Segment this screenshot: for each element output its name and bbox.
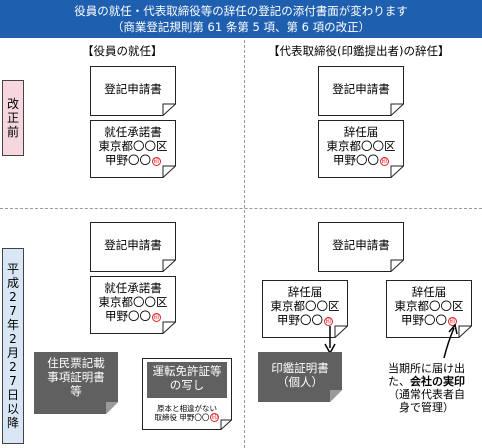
drivers-license-copy-document: 運転免許証等 の写し 原本と相違がない 取締役 甲野〇〇印 <box>142 358 232 430</box>
header-banner: 役員の就任・代表取締役等の辞任の登記の添付書面が変わります （商業登記規則第 6… <box>0 0 482 38</box>
seal-stamp: 印 <box>448 317 457 326</box>
column-divider <box>244 40 245 448</box>
application-document: 登記申請書 <box>90 66 176 116</box>
column-heading-officer-appointment: 【役員の就任】 <box>82 44 163 58</box>
application-document: 登記申請書 <box>318 66 404 116</box>
row-label-before: 改正前 <box>2 80 24 156</box>
resignation-document-individual-seal: 辞任届 東京都〇〇区 甲野〇〇印 <box>262 280 348 338</box>
application-document: 登記申請書 <box>90 222 176 272</box>
seal-stamp: 印 <box>324 317 333 326</box>
header-title: 役員の就任・代表取締役等の辞任の登記の添付書面が変わります <box>74 4 408 18</box>
company-seal-note: 当期所に届け出 た、会社の実印 （通常代表者自 身で管理） <box>388 362 465 414</box>
seal-certificate-document: 印鑑証明書 （個人） <box>258 352 342 402</box>
acceptance-document: 就任承諾書 東京都〇〇区 甲野〇〇印 <box>90 120 176 178</box>
row-label-after: 平成27年2月27日以降 <box>2 248 24 444</box>
application-document: 登記申請書 <box>318 222 404 272</box>
acceptance-document: 就任承諾書 東京都〇〇区 甲野〇〇印 <box>90 276 176 334</box>
column-heading-representative-resignation: 【代表取締役(印鑑提出者)の辞任】 <box>268 44 450 58</box>
resignation-document-company-seal: 辞任届 東京都〇〇区 甲野〇〇印 <box>386 280 472 338</box>
row-divider <box>0 208 482 209</box>
residence-certificate-document: 住民票記載 事項証明書 等 <box>34 352 118 414</box>
header-subtitle: （商業登記規則第 61 条第 5 項、第 6 項の改正） <box>111 20 371 34</box>
seal-stamp: 印 <box>210 413 220 422</box>
arrow-up-icon <box>443 323 458 359</box>
resignation-document: 辞任届 東京都〇〇区 甲野〇〇印 <box>318 120 404 178</box>
seal-stamp: 印 <box>152 313 161 322</box>
seal-stamp: 印 <box>380 157 389 166</box>
seal-stamp: 印 <box>152 157 161 166</box>
